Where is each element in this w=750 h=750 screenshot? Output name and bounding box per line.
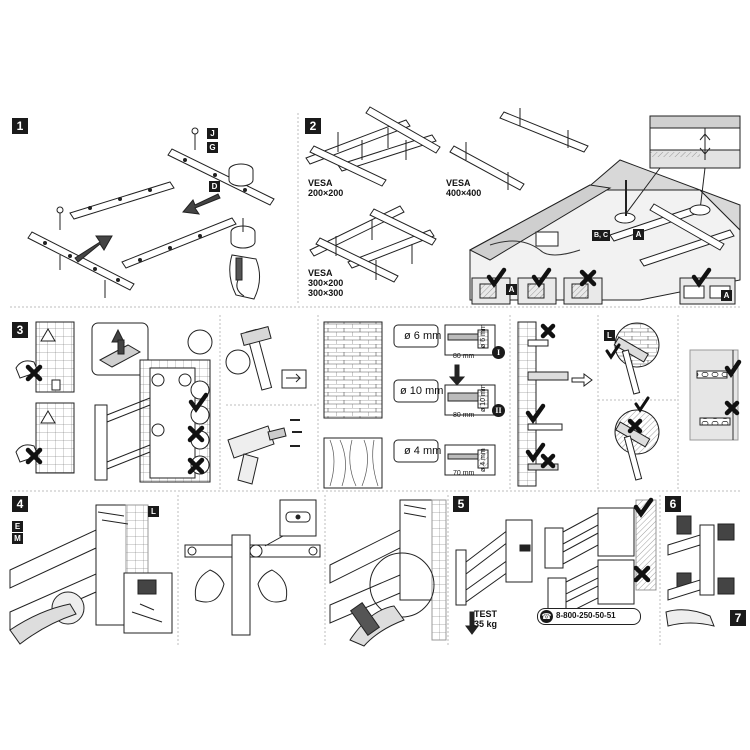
drill-size-10: ø 10 mm [400, 385, 444, 397]
vesa-400-label: VESA 400×400 [446, 178, 482, 198]
hole-dia-6: ø 6 mm [480, 324, 487, 348]
part-tag-l-step4: L [148, 506, 159, 517]
panel-separators [10, 113, 740, 645]
part-tag-a-1: A [633, 229, 644, 240]
part-tag-b-c: B, C [592, 230, 610, 241]
check-and-cross-marks [25, 267, 742, 583]
part-tag-e: E [12, 521, 23, 532]
test-load-label: TEST 35 kg [474, 609, 498, 629]
part-tag-g: G [207, 142, 218, 153]
step-7-badge: 7 [730, 610, 746, 626]
hole-dia-4: ø 4 mm [480, 448, 487, 472]
step-1-badge: 1 [12, 118, 28, 134]
step-6-badge: 6 [665, 496, 681, 512]
step-4-badge: 4 [12, 496, 28, 512]
depth-80-a: 80 mm [453, 353, 475, 360]
part-tag-l-step3: L [604, 330, 615, 341]
depth-70: 70 mm [453, 470, 475, 477]
part-tag-m: M [12, 533, 23, 544]
step-3-badge: 3 [12, 322, 28, 338]
depth-80-b: 80 mm [453, 412, 475, 419]
drill-size-6: ø 6 mm [404, 330, 442, 342]
step4-drawing [9, 499, 447, 647]
step1-drawing [27, 127, 275, 300]
part-tag-a-3: A [721, 290, 732, 301]
step-5-badge: 5 [453, 496, 469, 512]
hole-dia-10: ø 10 mm [480, 384, 487, 412]
roman-two: II [492, 404, 505, 417]
part-tag-j: J [207, 128, 218, 139]
step6-drawing [665, 515, 735, 627]
hotline-badge: ☎ 8-800-250-50-51 [537, 608, 641, 625]
vesa-300-label: VESA 300×200 300×300 [308, 268, 344, 298]
phone-icon: ☎ [540, 610, 553, 623]
part-tag-d: D [209, 181, 220, 192]
drill-size-4: ø 4 mm [404, 445, 442, 457]
part-tag-a-2: A [506, 284, 517, 295]
step-2-badge: 2 [305, 118, 321, 134]
step2-drawing [305, 106, 741, 305]
hotline-number: 8-800-250-50-51 [556, 611, 616, 620]
vesa-200-label: VESA 200×200 [308, 178, 344, 198]
roman-one: I [492, 346, 505, 359]
step3-drawing [15, 321, 739, 489]
